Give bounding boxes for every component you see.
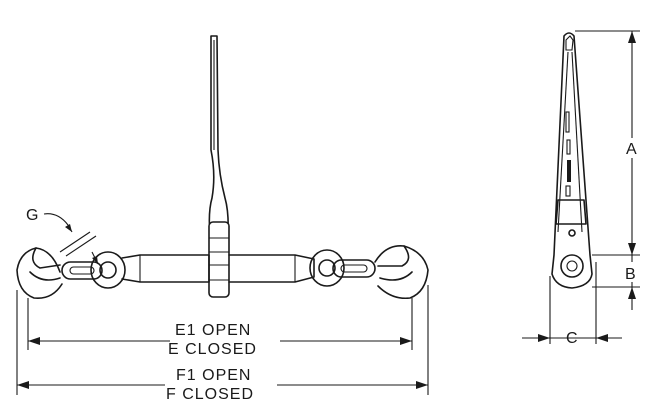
e-closed-label: E CLOSED xyxy=(168,341,257,358)
e1-open-label: E1 OPEN xyxy=(175,322,251,339)
c-label: C xyxy=(566,330,579,347)
front-view: G E1 OPEN E CLOSED F1 OPEN F CLOSED xyxy=(16,35,429,404)
g-leader xyxy=(43,213,73,233)
b-label: B xyxy=(625,266,637,283)
left-tube xyxy=(121,254,210,283)
g-label: G xyxy=(26,207,39,224)
right-swivel-eye xyxy=(309,249,345,287)
side-view: A B C xyxy=(522,30,644,347)
right-chain-link xyxy=(332,259,376,278)
left-swivel-eye xyxy=(90,251,126,289)
f-closed-label: F CLOSED xyxy=(166,386,254,403)
side-handle xyxy=(551,32,593,289)
binder-body xyxy=(208,221,230,298)
left-grab-hook xyxy=(16,247,63,300)
f1-open-label: F1 OPEN xyxy=(176,367,251,384)
side-pivot-boss xyxy=(560,254,584,278)
right-grab-hook xyxy=(374,245,429,300)
a-label: A xyxy=(626,141,638,158)
left-chain-link xyxy=(61,261,103,280)
right-tube xyxy=(228,254,315,283)
handle xyxy=(208,35,229,236)
